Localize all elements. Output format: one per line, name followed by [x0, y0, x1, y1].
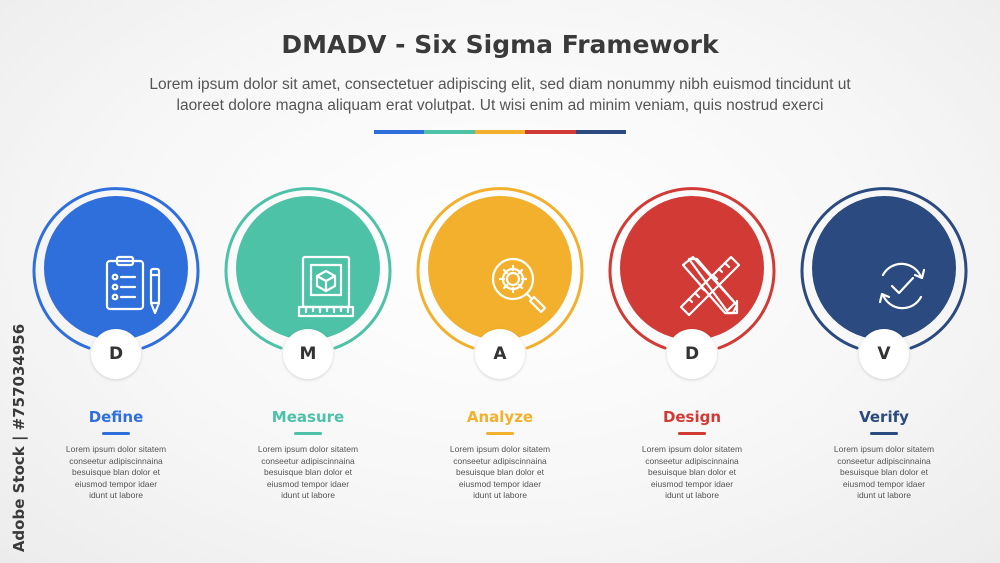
- gear-magnifier-icon: [491, 257, 547, 314]
- desc-line: Lorem ipsum dolor sitatem: [641, 444, 743, 454]
- subtitle: Lorem ipsum dolor sit amet, consectetuer…: [80, 74, 920, 116]
- step-ring: [608, 187, 776, 350]
- desc-line: Lorem ipsum dolor sitatem: [449, 444, 551, 454]
- step-description: Lorem ipsum dolor sitatem conseetur adip…: [218, 444, 398, 502]
- step-design: D Design Lorem ipsum dolor sitatem conse…: [602, 178, 782, 508]
- step-label: Verify: [859, 408, 909, 426]
- step-label: Analyze: [466, 408, 534, 426]
- step-letter-badge: M: [283, 329, 333, 379]
- refresh-check-icon: [878, 262, 926, 310]
- desc-line: besuisque blan dolor et: [648, 467, 736, 477]
- desc-line: idunt ut labore: [857, 490, 911, 500]
- desc-line: eiusmod tempor idaer: [650, 478, 734, 489]
- desc-line: idunt ut labore: [473, 490, 527, 500]
- clipboard-icon: [105, 255, 161, 315]
- step-label: Design: [662, 408, 722, 426]
- step-description: Lorem ipsum dolor sitatem conseetur adip…: [26, 444, 206, 502]
- step-underline: [294, 432, 322, 435]
- step-description: Lorem ipsum dolor sitatem conseetur adip…: [410, 444, 590, 502]
- desc-line: eiusmod tempor idaer: [458, 478, 542, 489]
- desc-line: Lorem ipsum dolor sitatem: [257, 444, 359, 454]
- step-underline: [102, 432, 130, 435]
- step-circle: [812, 196, 956, 340]
- step-define: D Define Lorem ipsum dolor sitatem conse…: [26, 178, 206, 508]
- desc-line: Lorem ipsum dolor sitatem: [833, 444, 935, 454]
- color-divider: [374, 130, 627, 134]
- step-underline: [678, 432, 706, 435]
- page-title: DMADV - Six Sigma Framework: [281, 30, 719, 59]
- step-measure: M Measure Lorem ipsum dolor sitatem cons…: [218, 178, 398, 508]
- desc-line: conseetur adipiscinnaina: [837, 455, 931, 466]
- desc-line: conseetur adipiscinnaina: [645, 455, 739, 466]
- divider-segment: [575, 130, 627, 134]
- subtitle-line-2: laoreet dolore magna aliquam erat volutp…: [176, 97, 824, 114]
- step-letter-badge: D: [91, 329, 141, 379]
- desc-line: idunt ut labore: [89, 490, 143, 500]
- step-underline: [870, 432, 898, 435]
- measure-box-icon: [297, 255, 355, 318]
- divider-segment: [474, 130, 526, 134]
- step-ring: [224, 187, 392, 350]
- desc-line: conseetur adipiscinnaina: [261, 455, 355, 466]
- step-label: Define: [88, 408, 144, 426]
- watermark-text: Adobe Stock | #757034956: [10, 323, 29, 553]
- desc-line: idunt ut labore: [281, 490, 335, 500]
- desc-line: eiusmod tempor idaer: [842, 478, 926, 489]
- step-label: Measure: [271, 408, 345, 426]
- step-letter-badge: A: [475, 329, 525, 379]
- desc-line: conseetur adipiscinnaina: [453, 455, 547, 466]
- step-circle: [620, 196, 764, 340]
- step-letter-badge: D: [667, 329, 717, 379]
- divider-segment: [424, 130, 475, 134]
- step-analyze: A Analyze Lorem ipsum dolor sitatem cons…: [410, 178, 590, 508]
- step-ring: [32, 187, 200, 350]
- desc-line: Lorem ipsum dolor sitatem: [65, 444, 167, 454]
- desc-line: besuisque blan dolor et: [840, 467, 928, 477]
- desc-line: eiusmod tempor idaer: [266, 478, 350, 489]
- step-circle: [428, 196, 572, 340]
- desc-line: besuisque blan dolor et: [456, 467, 544, 477]
- desc-line: eiusmod tempor idaer: [74, 478, 158, 489]
- step-description: Lorem ipsum dolor sitatem conseetur adip…: [794, 444, 974, 502]
- desc-line: idunt ut labore: [665, 490, 719, 500]
- step-circle: [44, 196, 188, 340]
- pencil-ruler-icon: [679, 255, 741, 317]
- step-underline: [486, 432, 514, 435]
- step-circle: [236, 196, 380, 340]
- step-verify: V Verify Lorem ipsum dolor sitatem conse…: [794, 178, 974, 508]
- desc-line: besuisque blan dolor et: [72, 467, 160, 477]
- desc-line: conseetur adipiscinnaina: [69, 455, 163, 466]
- step-ring: [800, 187, 968, 350]
- desc-line: besuisque blan dolor et: [264, 467, 352, 477]
- divider-segment: [374, 130, 425, 134]
- subtitle-line-1: Lorem ipsum dolor sit amet, consectetuer…: [149, 76, 851, 93]
- divider-segment: [525, 130, 576, 134]
- stock-watermark: Adobe Stock | #757034956: [4, 318, 34, 558]
- step-description: Lorem ipsum dolor sitatem conseetur adip…: [602, 444, 782, 502]
- step-ring: [416, 187, 584, 350]
- step-letter-badge: V: [859, 329, 909, 379]
